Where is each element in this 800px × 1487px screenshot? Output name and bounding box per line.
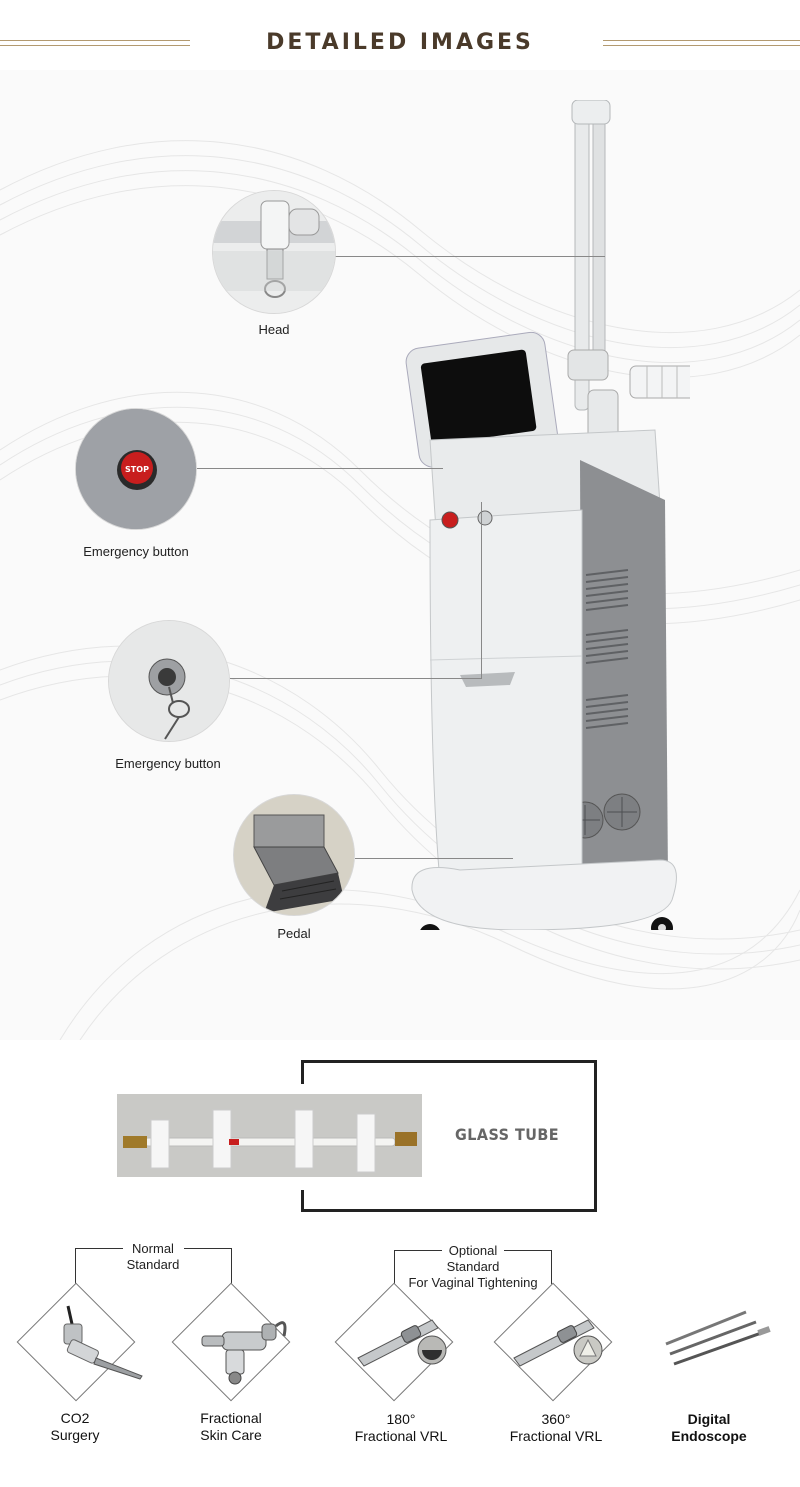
co2-surgery-handpiece-icon <box>63 1305 143 1380</box>
co2-laser-machine <box>405 100 690 930</box>
header-rule-right <box>603 40 800 46</box>
fractional-skin-care-label-line-2: Skin Care <box>200 1427 262 1443</box>
header-rule-left <box>0 40 190 46</box>
accessories-section: Normal Standard Optional Standard For Va… <box>0 1230 800 1487</box>
pedal-label: Pedal <box>277 926 311 941</box>
callout-line-pedal <box>355 858 513 859</box>
normal-group-tick-left <box>75 1248 76 1284</box>
normal-standard-label: Normal Standard <box>113 1241 193 1273</box>
emergency-button-label-1: Emergency button <box>83 544 189 559</box>
fractional-skin-care-label: Fractional Skin Care <box>166 1410 296 1444</box>
co2-surgery-label-line-1: CO2 <box>60 1410 90 1426</box>
detail-images-section: Head STOP Emergency button Emergency but… <box>0 70 800 1040</box>
glass-tube-frame-left-bottom <box>301 1190 304 1212</box>
vrl-180-label-line-2: Fractional VRL <box>354 1428 448 1444</box>
glass-tube-label: GLASS TUBE <box>455 1125 560 1144</box>
fractional-handpiece-icon <box>201 1321 287 1385</box>
emergency-button-label-2: Emergency button <box>115 756 221 771</box>
page-title: DETAILED IMAGES <box>266 30 534 55</box>
vrl-180-label: 180° Fractional VRL <box>336 1411 466 1445</box>
normal-group-tick-right <box>231 1248 232 1284</box>
vrl-180-probe-icon <box>357 1319 447 1367</box>
digital-endoscope-label-line-1: Digital <box>687 1411 731 1427</box>
digital-endoscope-label: Digital Endoscope <box>644 1411 774 1445</box>
digital-endoscope-icon <box>665 1310 771 1366</box>
callout-line-emergency-2 <box>230 678 482 679</box>
emergency-button-detail-image: STOP <box>75 408 197 530</box>
optional-group-tick-left <box>394 1250 395 1284</box>
glass-tube-frame-left-top <box>301 1060 304 1084</box>
vrl-360-label-line-1: 360° <box>541 1411 571 1427</box>
callout-line-head <box>335 256 605 257</box>
fractional-skin-care-label-line-1: Fractional <box>200 1410 262 1426</box>
head-label: Head <box>258 322 290 337</box>
normal-standard-line-2: Standard <box>126 1257 180 1272</box>
optional-standard-line-3: For Vaginal Tightening <box>408 1275 538 1290</box>
optional-standard-line-1: Optional <box>448 1243 498 1258</box>
head-detail-image <box>212 190 336 314</box>
vrl-360-probe-icon <box>513 1319 603 1367</box>
digital-endoscope-label-line-2: Endoscope <box>671 1428 747 1444</box>
vrl-180-label-line-1: 180° <box>386 1411 416 1427</box>
glass-tube-image <box>117 1094 422 1177</box>
co2-surgery-label-line-2: Surgery <box>50 1427 100 1443</box>
normal-standard-line-1: Normal <box>132 1241 174 1256</box>
callout-connector-emergency-2 <box>481 502 482 678</box>
callout-line-emergency-1 <box>196 468 443 469</box>
normal-group-line-right <box>184 1248 232 1249</box>
normal-group-line-left <box>75 1248 123 1249</box>
optional-standard-line-2: Standard <box>446 1259 500 1274</box>
glass-tube-section: GLASS TUBE <box>0 1040 800 1230</box>
optional-group-tick-right <box>551 1250 552 1284</box>
optional-standard-label: Optional Standard For Vaginal Tightening <box>398 1243 548 1291</box>
key-switch-detail-image <box>108 620 230 742</box>
vrl-360-label-line-2: Fractional VRL <box>509 1428 603 1444</box>
page-header: DETAILED IMAGES <box>0 0 800 70</box>
glass-tube-frame <box>301 1060 597 1212</box>
co2-surgery-label: CO2 Surgery <box>10 1410 140 1444</box>
optional-group-line-right <box>504 1250 552 1251</box>
pedal-detail-image <box>233 794 355 916</box>
stop-button-text: STOP <box>125 465 149 474</box>
optional-group-line-left <box>394 1250 442 1251</box>
vrl-360-label: 360° Fractional VRL <box>491 1411 621 1445</box>
